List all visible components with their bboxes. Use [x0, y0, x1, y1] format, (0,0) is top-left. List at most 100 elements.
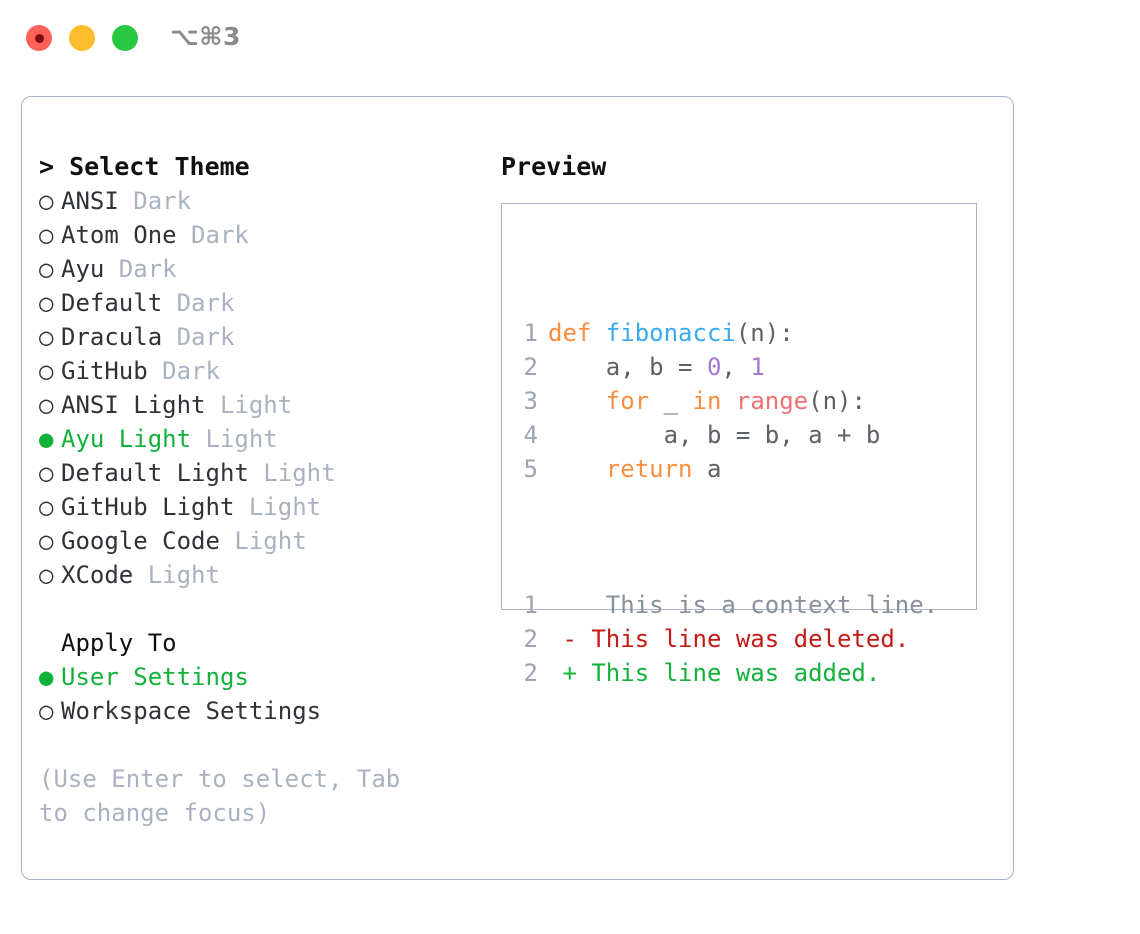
theme-option-label: Default Light — [61, 459, 249, 487]
line-number: 2 — [523, 353, 538, 381]
theme-option-1[interactable]: ○Atom One Dark — [39, 218, 509, 252]
code-token — [548, 387, 606, 415]
theme-option-variant-tag: Dark — [118, 187, 192, 215]
code-line: 3 for _ in range(n): — [514, 384, 938, 418]
theme-option-7[interactable]: ●Ayu Light Light — [39, 422, 509, 456]
theme-option-label: Google Code — [61, 527, 220, 555]
theme-option-0[interactable]: ○ANSI Dark — [39, 184, 509, 218]
theme-option-3[interactable]: ○Default Dark — [39, 286, 509, 320]
preview-heading: Preview — [501, 152, 607, 181]
theme-option-label: Default — [61, 289, 163, 317]
theme-option-label: ANSI Light — [61, 391, 206, 419]
theme-option-5[interactable]: ○GitHub Dark — [39, 354, 509, 388]
radio-unselected-icon: ○ — [39, 221, 54, 249]
line-number: 1 — [523, 319, 538, 347]
theme-option-variant-tag: Dark — [104, 255, 177, 283]
spacer — [39, 728, 509, 762]
keyboard-hint-text: (Use Enter to select, Tab to change focu… — [39, 765, 401, 827]
theme-option-label: Ayu — [61, 255, 105, 283]
theme-option-label: Atom One — [61, 221, 177, 249]
code-token: 1 — [750, 353, 765, 381]
theme-option-label: Ayu Light — [61, 425, 192, 453]
minimize-button-icon[interactable] — [69, 25, 95, 51]
code-line: 2 a, b = 0, 1 — [514, 350, 938, 384]
theme-option-variant-tag: Light — [133, 561, 220, 589]
apply-option-label: Workspace Settings — [61, 697, 322, 725]
main-panel: > Select Theme ○ANSI Dark○Atom One Dark○… — [21, 96, 1014, 880]
theme-option-variant-tag: Dark — [162, 323, 235, 351]
traffic-lights — [26, 25, 138, 51]
code-token: in — [692, 387, 722, 415]
theme-option-list[interactable]: ○ANSI Dark○Atom One Dark○Ayu Dark○Defaul… — [39, 184, 509, 592]
radio-selected-icon: ● — [39, 425, 54, 453]
line-number: 2 — [523, 659, 538, 687]
apply-option-0[interactable]: ●User Settings — [39, 660, 509, 694]
theme-option-label: GitHub — [61, 357, 148, 385]
theme-option-label: ANSI — [61, 187, 119, 215]
code-token: _ — [649, 387, 693, 415]
theme-option-9[interactable]: ○GitHub Light Light — [39, 490, 509, 524]
radio-selected-icon: ● — [39, 663, 54, 691]
code-token — [548, 455, 606, 483]
theme-picker-column: > Select Theme ○ANSI Dark○Atom One Dark○… — [39, 150, 509, 830]
theme-option-variant-tag: Light — [205, 391, 293, 419]
keyboard-shortcut-label: ⌥⌘3 — [170, 22, 241, 51]
code-token: , — [721, 353, 751, 381]
maximize-button-icon[interactable] — [112, 25, 138, 51]
theme-option-variant-tag: Dark — [147, 357, 220, 385]
code-token: fibonacci — [605, 319, 736, 347]
diff-line: 2 - This line was deleted. — [514, 622, 938, 656]
line-number: 5 — [523, 455, 538, 483]
theme-option-11[interactable]: ○XCode Light — [39, 558, 509, 592]
diff-line-text: + This line was added. — [548, 659, 881, 687]
theme-option-variant-tag: Light — [219, 527, 307, 555]
theme-option-variant-tag: Light — [234, 493, 322, 521]
code-token — [721, 387, 735, 415]
spacer — [39, 592, 509, 626]
apply-to-option-list[interactable]: ●User Settings○Workspace Settings — [39, 660, 509, 728]
diff-line-text: This is a context line. — [548, 591, 939, 619]
code-line: 5 return a — [514, 452, 938, 486]
code-token: return — [605, 455, 693, 483]
theme-option-8[interactable]: ○Default Light Light — [39, 456, 509, 490]
radio-unselected-icon: ○ — [39, 459, 54, 487]
theme-option-10[interactable]: ○Google Code Light — [39, 524, 509, 558]
line-number: 2 — [523, 625, 538, 653]
theme-option-label: GitHub Light — [61, 493, 235, 521]
code-token: 0 — [706, 353, 722, 381]
theme-option-variant-tag: Light — [191, 425, 278, 453]
apply-option-1[interactable]: ○Workspace Settings — [39, 694, 509, 728]
title-bar: ⌥⌘3 — [0, 0, 1140, 80]
radio-unselected-icon: ○ — [39, 187, 54, 215]
radio-unselected-icon: ○ — [39, 323, 54, 351]
code-token: a, b = — [548, 353, 707, 381]
radio-unselected-icon: ○ — [39, 357, 54, 385]
diff-line: 2 + This line was added. — [514, 656, 938, 690]
select-theme-heading: > Select Theme — [39, 152, 250, 181]
theme-option-label: XCode — [61, 561, 134, 589]
code-token: range — [735, 387, 809, 415]
theme-option-variant-tag: Dark — [176, 221, 249, 249]
line-number: 3 — [523, 387, 538, 415]
radio-unselected-icon: ○ — [39, 561, 54, 589]
radio-unselected-icon: ○ — [39, 697, 54, 725]
radio-unselected-icon: ○ — [39, 391, 54, 419]
line-number: 4 — [523, 421, 538, 449]
radio-unselected-icon: ○ — [39, 493, 54, 521]
theme-option-label: Dracula — [61, 323, 163, 351]
theme-option-4[interactable]: ○Dracula Dark — [39, 320, 509, 354]
diff-line-group: 1 This is a context line.2 - This line w… — [514, 588, 939, 690]
close-button-icon[interactable] — [26, 25, 52, 51]
theme-option-2[interactable]: ○Ayu Dark — [39, 252, 509, 286]
radio-unselected-icon: ○ — [39, 289, 54, 317]
panel-columns: > Select Theme ○ANSI Dark○Atom One Dark○… — [22, 97, 1013, 879]
code-token: (n): — [735, 319, 794, 347]
code-token: for — [605, 387, 650, 415]
theme-option-6[interactable]: ○ANSI Light Light — [39, 388, 509, 422]
